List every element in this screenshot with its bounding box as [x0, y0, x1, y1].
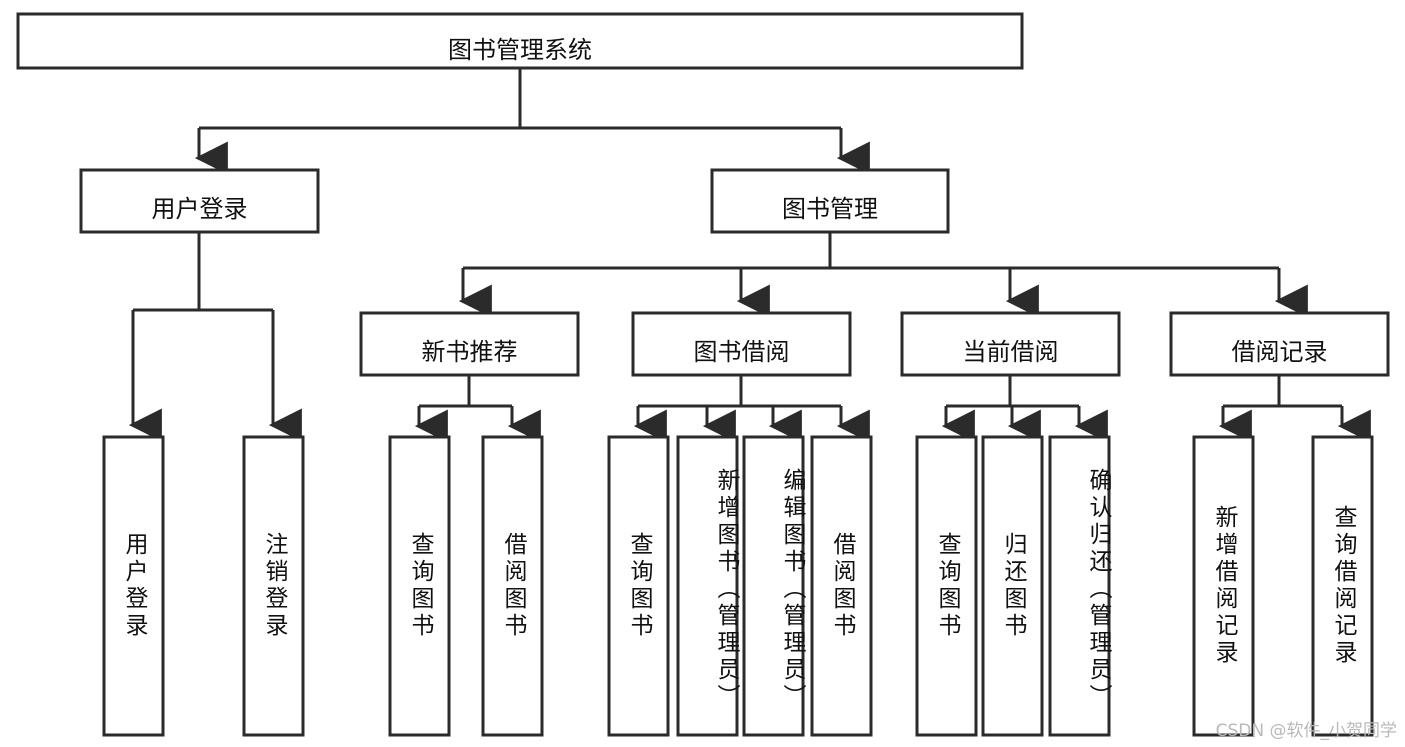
node-newbook[interactable] — [359, 311, 580, 377]
node-leaf-6[interactable] — [676, 435, 739, 737]
edges-newbook — [414, 375, 541, 443]
edges-borrow — [633, 375, 870, 443]
node-leaf-11[interactable] — [1048, 435, 1111, 737]
node-leaf-6-label: 新增图书（管理员） — [713, 467, 739, 711]
node-bookmgmt[interactable] — [710, 168, 950, 234]
node-leaf-1-label: 用户登录 — [121, 532, 147, 640]
node-leaf-10[interactable] — [981, 435, 1044, 737]
node-root-label: 图书管理系统 — [448, 36, 592, 64]
node-leaf-4-label: 借阅图书 — [500, 532, 526, 640]
node-leaf-2[interactable] — [242, 435, 305, 737]
node-leaf-11-label: 确认归还（管理员） — [1085, 467, 1111, 711]
node-leaf-7-label: 编辑图书（管理员） — [779, 467, 805, 711]
node-leaf-9-label: 查询图书 — [934, 532, 960, 640]
node-newbook-label: 新书推荐 — [421, 338, 518, 366]
node-records-label: 借阅记录 — [1231, 338, 1328, 366]
node-root[interactable] — [16, 12, 1024, 70]
node-leaf-3[interactable] — [388, 435, 451, 737]
node-login[interactable] — [79, 168, 320, 234]
node-leaf-8[interactable] — [810, 435, 873, 737]
node-leaf-12[interactable] — [1192, 435, 1255, 737]
node-leaf-8-label: 借阅图书 — [829, 532, 855, 640]
edges-records — [1218, 375, 1371, 443]
node-leaf-13-label: 查询借阅记录 — [1330, 505, 1356, 667]
node-leaf-2-label: 注销登录 — [261, 532, 287, 640]
node-leaf-1[interactable] — [102, 435, 165, 737]
node-login-label: 用户登录 — [151, 195, 248, 223]
node-leaf-12-label: 新增借阅记录 — [1211, 505, 1237, 667]
node-current-label: 当前借阅 — [962, 338, 1059, 366]
node-leaf-7[interactable] — [742, 435, 805, 737]
node-borrow-label: 图书借阅 — [693, 338, 790, 366]
node-leaf-10-label: 归还图书 — [1000, 532, 1026, 640]
edges-root — [194, 68, 870, 175]
node-leaf-3-label: 查询图书 — [407, 532, 433, 640]
node-leaf-5-label: 查询图书 — [626, 532, 652, 640]
node-leaf-4[interactable] — [481, 435, 544, 737]
node-leaf-9[interactable] — [915, 435, 978, 737]
node-current[interactable] — [900, 311, 1121, 377]
node-leaf-5[interactable] — [607, 435, 670, 737]
node-leaf-13[interactable] — [1311, 435, 1374, 737]
edges-current — [941, 375, 1108, 443]
node-bookmgmt-label: 图书管理 — [782, 195, 878, 223]
node-borrow[interactable] — [631, 311, 852, 377]
edges-login — [128, 232, 302, 442]
edges-bookmgmt — [458, 232, 1308, 318]
node-records[interactable] — [1169, 311, 1390, 377]
